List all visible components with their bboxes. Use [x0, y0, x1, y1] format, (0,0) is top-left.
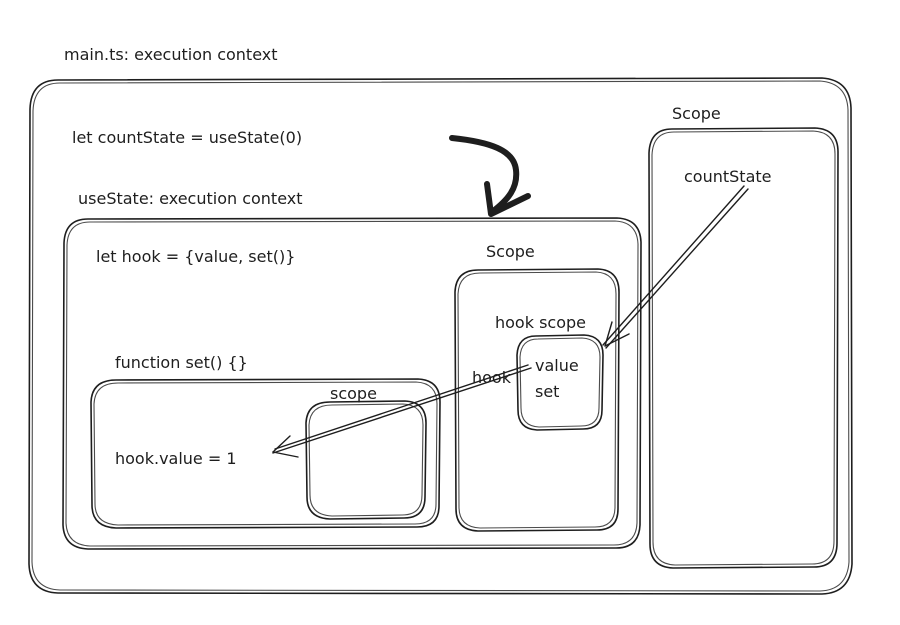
set-function-label: function set() {}	[115, 353, 248, 372]
usestate-context-label: useState: execution context	[78, 189, 303, 208]
set-function-box	[90, 378, 441, 529]
usestate-scope-title: Scope	[486, 242, 535, 261]
flow-arrow	[449, 135, 531, 217]
count-state-label: countState	[684, 167, 772, 186]
main-scope-title: Scope	[672, 104, 721, 123]
countstate-to-hook-arrow	[602, 185, 749, 349]
set-scope-box	[305, 400, 427, 520]
hook-scope-title: hook scope	[495, 313, 586, 332]
usestate-scope-box	[454, 268, 620, 532]
hook-value-label: value	[535, 356, 579, 375]
usestate-context-box	[62, 217, 642, 550]
hook-code-text: let hook = {value, set()}	[96, 247, 295, 266]
hook-to-assignment-arrow	[272, 364, 532, 458]
set-scope-title: scope	[330, 384, 377, 403]
assignment-text: hook.value = 1	[115, 449, 237, 468]
main-scope-box	[648, 127, 839, 569]
hook-set-label: set	[535, 382, 559, 401]
main-code-text: let countState = useState(0)	[72, 128, 302, 147]
hook-scope-box	[516, 334, 604, 431]
main-context-box	[28, 77, 853, 595]
main-context-label: main.ts: execution context	[64, 45, 278, 64]
